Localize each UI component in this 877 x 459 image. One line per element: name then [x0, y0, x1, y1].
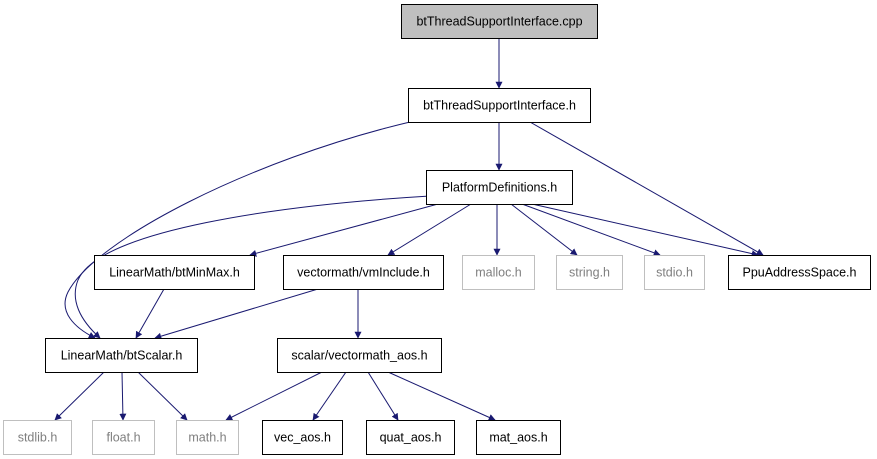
node-stdlib: stdlib.h — [3, 420, 72, 455]
node-label-ppu: PpuAddressSpace.h — [743, 266, 857, 280]
node-box-float — [92, 420, 155, 455]
edge-vaos-quat — [367, 371, 399, 421]
node-label-minmax: LinearMath/btMinMax.h — [109, 266, 240, 280]
edge-vmi-scalar — [154, 288, 319, 340]
node-label-vaos: scalar/vectormath_aos.h — [291, 349, 427, 363]
node-vec[interactable]: vec_aos.h — [262, 420, 343, 455]
node-label-quat: quat_aos.h — [380, 431, 442, 445]
edge-tsi-scalar — [64, 121, 411, 339]
node-math: math.h — [176, 420, 239, 455]
node-quat[interactable]: quat_aos.h — [366, 420, 455, 455]
edge-scalar-math — [137, 371, 188, 421]
node-label-mat: mat_aos.h — [489, 431, 547, 445]
node-box-minmax — [94, 255, 255, 290]
node-box-root — [401, 4, 598, 39]
node-box-quat — [366, 420, 455, 455]
node-box-stdlib — [3, 420, 72, 455]
node-scalar[interactable]: LinearMath/btScalar.h — [45, 338, 198, 373]
node-stdio: stdio.h — [644, 255, 705, 290]
node-vaos[interactable]: scalar/vectormath_aos.h — [277, 338, 442, 373]
node-pd[interactable]: PlatformDefinitions.h — [426, 170, 573, 205]
node-tsi[interactable]: btThreadSupportInterface.h — [408, 88, 591, 123]
edge-vaos-vec — [312, 371, 347, 421]
node-label-malloc: malloc.h — [475, 266, 522, 280]
node-box-string — [556, 255, 623, 290]
node-box-pd — [426, 170, 573, 205]
edge-pd-vmi — [387, 203, 472, 256]
node-box-mat — [476, 420, 561, 455]
node-box-scalar — [45, 338, 198, 373]
node-ppu[interactable]: PpuAddressSpace.h — [728, 255, 871, 290]
node-label-stdio: stdio.h — [656, 266, 693, 280]
node-box-tsi — [408, 88, 591, 123]
node-box-vaos — [277, 338, 442, 373]
node-label-vmi: vectormath/vmInclude.h — [297, 266, 430, 280]
edge-pd-minmax — [249, 203, 439, 257]
node-layer: btThreadSupportInterface.cpp btThreadSupp… — [3, 4, 871, 455]
edge-pd-string — [510, 203, 578, 256]
edge-vaos-math — [225, 371, 323, 421]
edge-pd-ppu — [531, 203, 759, 258]
node-box-malloc — [462, 255, 535, 290]
node-minmax[interactable]: LinearMath/btMinMax.h — [94, 255, 255, 290]
node-box-ppu — [728, 255, 871, 290]
node-box-stdio — [644, 255, 705, 290]
edge-pd-stdio — [521, 203, 661, 257]
node-box-vmi — [283, 255, 444, 290]
edge-scalar-float — [119, 371, 127, 421]
node-box-math — [176, 420, 239, 455]
node-root: btThreadSupportInterface.cpp — [401, 4, 598, 39]
edge-scalar-stdlib — [54, 371, 105, 421]
node-label-math: math.h — [188, 431, 226, 445]
node-label-stdlib: stdlib.h — [18, 431, 58, 445]
edge-minmax-scalar — [135, 288, 165, 339]
node-box-vec — [262, 420, 343, 455]
edge-pd-scalar — [74, 195, 431, 339]
node-label-vec: vec_aos.h — [274, 431, 331, 445]
edge-vaos-mat — [387, 371, 496, 421]
edge-tsi-ppu — [529, 121, 764, 256]
node-string: string.h — [556, 255, 623, 290]
node-label-scalar: LinearMath/btScalar.h — [61, 349, 183, 363]
node-label-string: string.h — [569, 266, 610, 280]
node-float: float.h — [92, 420, 155, 455]
node-label-tsi: btThreadSupportInterface.h — [423, 99, 576, 113]
node-mat[interactable]: mat_aos.h — [476, 420, 561, 455]
node-label-pd: PlatformDefinitions.h — [442, 181, 557, 195]
edge-layer — [54, 38, 764, 421]
node-label-root: btThreadSupportInterface.cpp — [416, 15, 582, 29]
node-label-float: float.h — [106, 431, 140, 445]
node-malloc: malloc.h — [462, 255, 535, 290]
node-vmi[interactable]: vectormath/vmInclude.h — [283, 255, 444, 290]
